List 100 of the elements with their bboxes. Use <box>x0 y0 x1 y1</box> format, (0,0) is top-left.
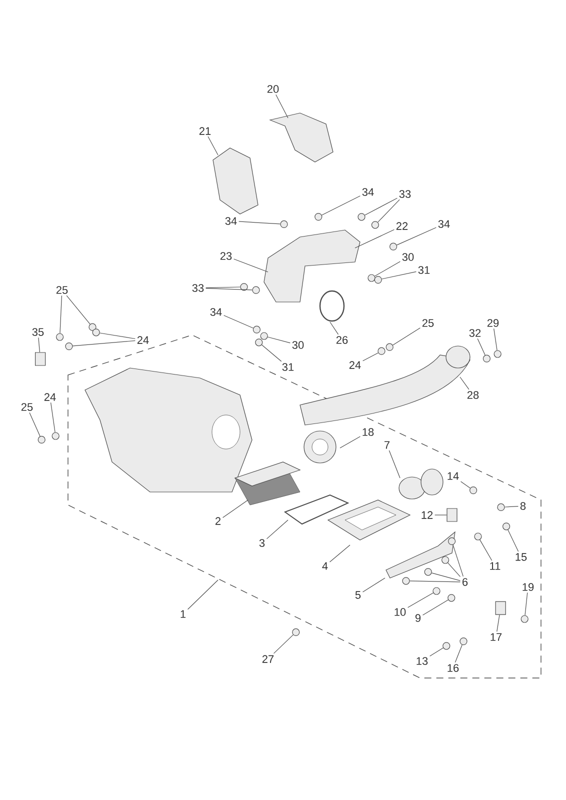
callout-number: 3 <box>259 539 265 547</box>
fastener-part <box>482 354 490 362</box>
callout-number: 24 <box>44 393 56 401</box>
fastener-part <box>442 642 450 650</box>
callout-number: 2 <box>216 517 220 525</box>
callout-number: 31 <box>418 266 430 274</box>
callout-number: 12 <box>422 511 433 519</box>
callout-number: 22 <box>396 222 408 230</box>
leader-line <box>322 196 360 216</box>
callout-number: 14 <box>448 472 459 480</box>
leader-line <box>422 600 448 616</box>
callout-number: 30 <box>402 253 414 261</box>
leader-line <box>273 634 294 654</box>
fastener-part <box>56 333 64 341</box>
fastener-part <box>432 587 440 595</box>
callout-number: 13 <box>416 657 428 665</box>
fastener-part <box>448 537 456 545</box>
leader-line <box>100 332 136 340</box>
fastener-part <box>497 503 505 511</box>
leader-line <box>362 578 386 592</box>
fastener-part <box>260 332 268 340</box>
fastener-part <box>474 532 482 540</box>
leader-line <box>448 562 461 577</box>
fastener-part <box>255 338 263 346</box>
leader-line <box>329 544 350 562</box>
callout-number: 18 <box>362 428 374 436</box>
leader-line <box>431 572 461 581</box>
callout-number: 6 <box>462 578 468 586</box>
leader-line <box>206 288 252 290</box>
fastener-part <box>371 221 379 229</box>
callout-number: 25 <box>56 286 68 294</box>
callout-number: 34 <box>362 188 374 196</box>
sleeve-part <box>35 352 46 366</box>
leader-line <box>72 340 136 346</box>
leader-line <box>267 336 290 344</box>
callout-number: 25 <box>422 319 434 327</box>
fastener-part <box>378 347 386 355</box>
fastener-part <box>402 577 410 585</box>
callout-number: 15 <box>516 553 527 561</box>
leader-line <box>392 328 420 346</box>
fastener-part <box>424 568 432 576</box>
callout-number: 24 <box>349 361 361 369</box>
callout-number: 31 <box>282 363 294 371</box>
callout-number: 27 <box>262 655 274 663</box>
leader-line <box>477 338 486 356</box>
callout-number: 5 <box>355 591 361 599</box>
fastener-part <box>442 556 450 564</box>
fastener-part <box>470 486 478 494</box>
leader-line <box>496 614 500 632</box>
leader-line <box>508 530 519 552</box>
fastener-part <box>280 220 288 228</box>
callout-number: 16 <box>448 664 459 672</box>
callout-number: 29 <box>487 319 499 327</box>
callout-number: 32 <box>469 329 481 337</box>
callout-number: 20 <box>267 85 279 93</box>
callout-number: 34 <box>210 308 222 316</box>
callout-number: 1 <box>180 610 186 618</box>
callout-number: 19 <box>522 583 534 591</box>
leader-line <box>410 580 461 582</box>
fastener-part <box>358 213 366 221</box>
sleeve-part <box>446 508 458 522</box>
leader-line <box>224 315 254 328</box>
callout-number: 30 <box>292 341 304 349</box>
callout-number: 10 <box>394 608 406 616</box>
leader-line <box>66 295 90 324</box>
leader-line <box>60 295 62 334</box>
fastener-part <box>38 436 46 444</box>
leader-line <box>494 328 498 351</box>
fastener-part <box>92 328 100 336</box>
fastener-part <box>368 274 376 282</box>
leader-line <box>382 271 416 280</box>
leader-line <box>29 412 40 437</box>
leader-line <box>374 261 400 276</box>
leader-line <box>340 436 360 448</box>
callout-number: 28 <box>467 391 479 399</box>
leader-line <box>262 344 282 362</box>
callout-number: 34 <box>225 217 237 225</box>
sleeve-part <box>495 601 506 615</box>
leader-line <box>454 644 462 663</box>
leader-line <box>208 136 218 156</box>
leader-line <box>206 286 240 288</box>
fastener-part <box>292 628 300 636</box>
leader-line <box>388 450 400 478</box>
fastener-part <box>494 350 502 358</box>
leader-line <box>480 540 492 561</box>
callout-number: 33 <box>399 190 411 198</box>
fastener-part <box>314 213 322 221</box>
callout-number: 34 <box>438 220 450 228</box>
callout-number: 17 <box>490 633 502 641</box>
leader-line <box>460 376 470 390</box>
fastener-part <box>252 286 260 294</box>
leader-line <box>50 402 56 433</box>
fastener-part <box>374 276 382 284</box>
callout-number: 33 <box>192 284 204 292</box>
fastener-part <box>252 326 260 334</box>
leader-line <box>396 227 436 246</box>
callout-number: 24 <box>137 336 149 344</box>
callout-number: 11 <box>490 562 500 570</box>
leader-line <box>504 506 519 508</box>
leader-line <box>234 258 268 272</box>
